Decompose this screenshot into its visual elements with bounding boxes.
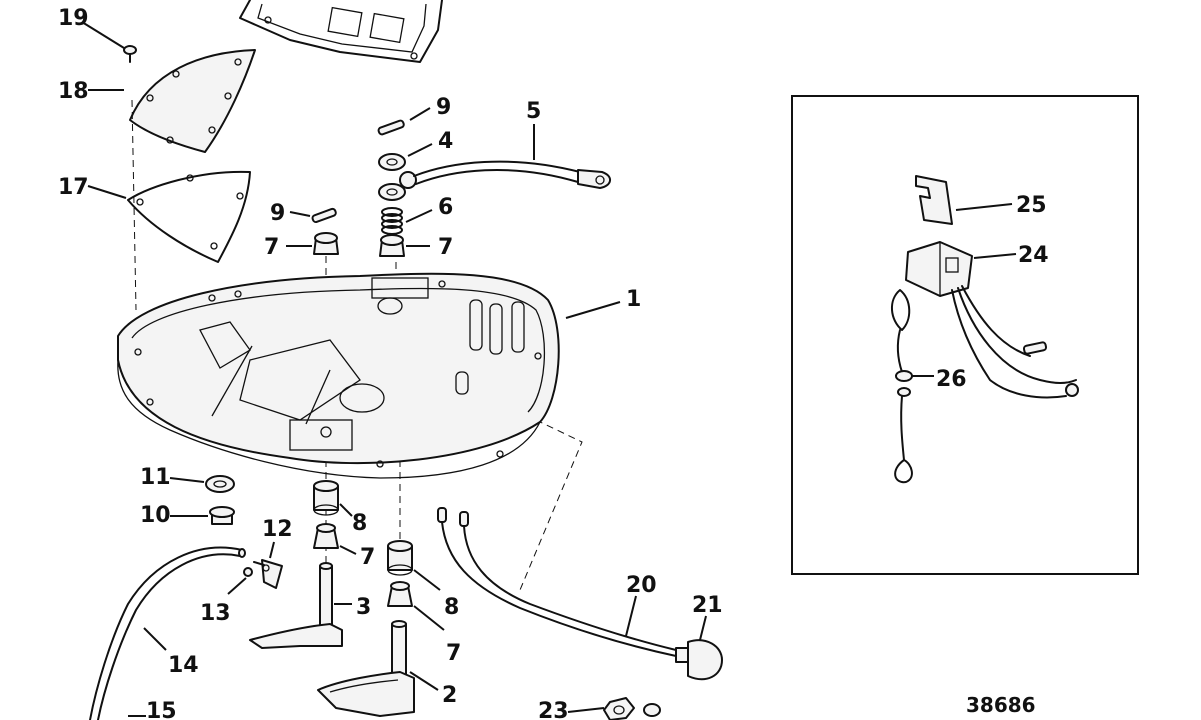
tube-14	[89, 546, 246, 720]
leader-4	[407, 143, 433, 157]
leader-20	[625, 595, 637, 637]
lanyard-26	[891, 289, 913, 484]
bushing-7-lower-left	[313, 523, 339, 549]
screw-13	[243, 567, 253, 577]
cover-plate-18	[129, 49, 256, 153]
leader-25	[955, 203, 1013, 211]
callout-8-right: 8	[444, 595, 459, 620]
callout-8-left: 8	[352, 511, 367, 536]
leader-7-lower-right	[413, 605, 445, 631]
callout-5: 5	[526, 99, 541, 124]
callout-11: 11	[140, 465, 171, 490]
callout-14: 14	[168, 653, 199, 678]
harness-20	[437, 507, 677, 657]
callout-15: 15	[146, 699, 177, 720]
callout-20: 20	[626, 573, 657, 598]
leader-1	[565, 301, 621, 319]
ground-strap-5	[378, 160, 611, 201]
lever-3	[249, 562, 343, 649]
handle-2	[317, 620, 415, 717]
bushing-8-right	[387, 540, 413, 576]
nut-23	[603, 697, 661, 720]
bushing-8-left	[313, 480, 339, 516]
leader-8-left	[339, 503, 353, 517]
bushing-7-upper-right	[379, 234, 405, 257]
leader-9-upper	[409, 107, 431, 121]
leader-8-right	[413, 569, 441, 591]
callout-9-upper: 9	[436, 95, 451, 120]
leader-24	[973, 253, 1017, 259]
leader-2	[409, 671, 439, 691]
callout-17: 17	[58, 175, 89, 200]
callout-10: 10	[140, 503, 171, 528]
leader-19	[81, 21, 125, 49]
callout-21: 21	[692, 593, 723, 618]
leader-11	[169, 477, 205, 483]
leader-14	[143, 627, 167, 651]
callout-23: 23	[538, 699, 569, 720]
pin-9-lower	[311, 207, 337, 224]
housing-1	[117, 272, 560, 479]
callout-24: 24	[1018, 243, 1049, 268]
leader-23	[567, 707, 605, 713]
callout-7-upper-left: 7	[264, 235, 279, 260]
callout-7-lower-left: 7	[360, 545, 375, 570]
pin-9-upper	[377, 119, 405, 136]
callout-26: 26	[936, 367, 967, 392]
callout-12: 12	[262, 517, 293, 542]
top-gasket-plate	[239, 0, 443, 63]
leader-17	[87, 185, 127, 199]
leader-6	[405, 209, 433, 223]
washer-4	[378, 153, 406, 171]
callout-13: 13	[200, 601, 231, 626]
callout-9-lower: 9	[270, 201, 285, 226]
leader-7-lower-left	[339, 545, 357, 555]
callout-18: 18	[58, 79, 89, 104]
callout-1: 1	[626, 287, 641, 312]
callout-4: 4	[438, 129, 453, 154]
callout-7-lower-right: 7	[446, 641, 461, 666]
leader-9-lower	[289, 211, 311, 217]
bushing-7-upper-left	[313, 232, 339, 255]
clip-12	[253, 559, 283, 589]
bracket-25	[915, 175, 953, 225]
alignment-line	[519, 419, 583, 591]
bushing-7-lower-right	[387, 581, 413, 607]
button-21	[675, 639, 723, 681]
grommet-11	[205, 475, 235, 493]
spring-6	[381, 207, 403, 235]
plug-10	[209, 506, 235, 525]
callout-7-upper-right: 7	[438, 235, 453, 260]
callout-6: 6	[438, 195, 453, 220]
callout-19: 19	[58, 6, 89, 31]
callout-25: 25	[1016, 193, 1047, 218]
leader-13	[227, 577, 247, 595]
callout-3: 3	[356, 595, 371, 620]
screw-19	[123, 45, 137, 63]
gasket-17	[127, 170, 251, 263]
figure-number: 38686	[966, 693, 1036, 717]
leader-21	[699, 615, 707, 641]
callout-2: 2	[442, 683, 457, 708]
switch-24	[905, 241, 1079, 399]
leader-12	[269, 541, 275, 559]
